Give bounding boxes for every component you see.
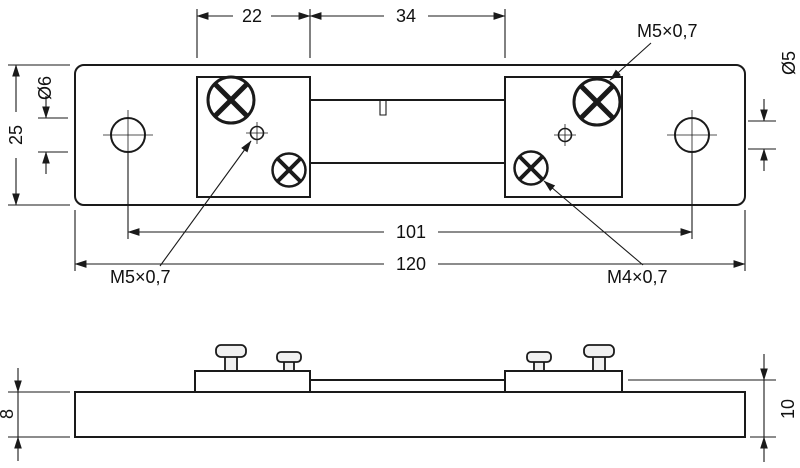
dim-101-label: 101	[396, 222, 426, 242]
dim-10-label: 10	[778, 399, 798, 419]
dim-25-label: 25	[6, 125, 26, 145]
top-view	[74, 64, 746, 206]
dim-8-label: 8	[0, 409, 17, 419]
base-plate	[74, 391, 746, 438]
leader-m5-top-right	[609, 42, 652, 81]
side-screw-small-left	[276, 351, 302, 373]
side-screw-large-right	[583, 344, 615, 373]
side-screw-large-left	[215, 344, 247, 373]
screw-medium-left	[271, 152, 307, 188]
plate-outline	[74, 64, 746, 206]
dia-6-label: Ø6	[35, 76, 55, 100]
label-m5-top-right: M5×0,7	[637, 21, 698, 41]
side-view	[74, 344, 746, 438]
tap-hole-left	[246, 122, 268, 144]
side-terminal-block-right	[504, 370, 623, 393]
dim-120-label: 120	[396, 254, 426, 274]
screw-large-left	[206, 75, 256, 125]
resistive-element-strip	[310, 99, 505, 164]
label-m4-bottom-right: M4×0,7	[607, 267, 668, 287]
calibration-notch	[379, 100, 387, 116]
leader-m4-bottom-right	[543, 180, 644, 266]
dimensions-top: 22 34 25 Ø6 Ø5 101 120	[6, 6, 799, 287]
screw-large-right	[572, 77, 622, 127]
side-screw-small-right	[526, 351, 552, 373]
leader-m5-bottom-left	[159, 140, 252, 267]
dim-34-label: 34	[396, 6, 416, 26]
screw-medium-right	[513, 150, 549, 186]
side-terminal-block-left	[194, 370, 311, 393]
label-m5-bottom-left: M5×0,7	[110, 267, 171, 287]
dimensions-side: 8 10	[0, 354, 798, 462]
tap-hole-right	[554, 124, 576, 146]
dia-5-label: Ø5	[779, 51, 799, 75]
dim-22-label: 22	[242, 6, 262, 26]
